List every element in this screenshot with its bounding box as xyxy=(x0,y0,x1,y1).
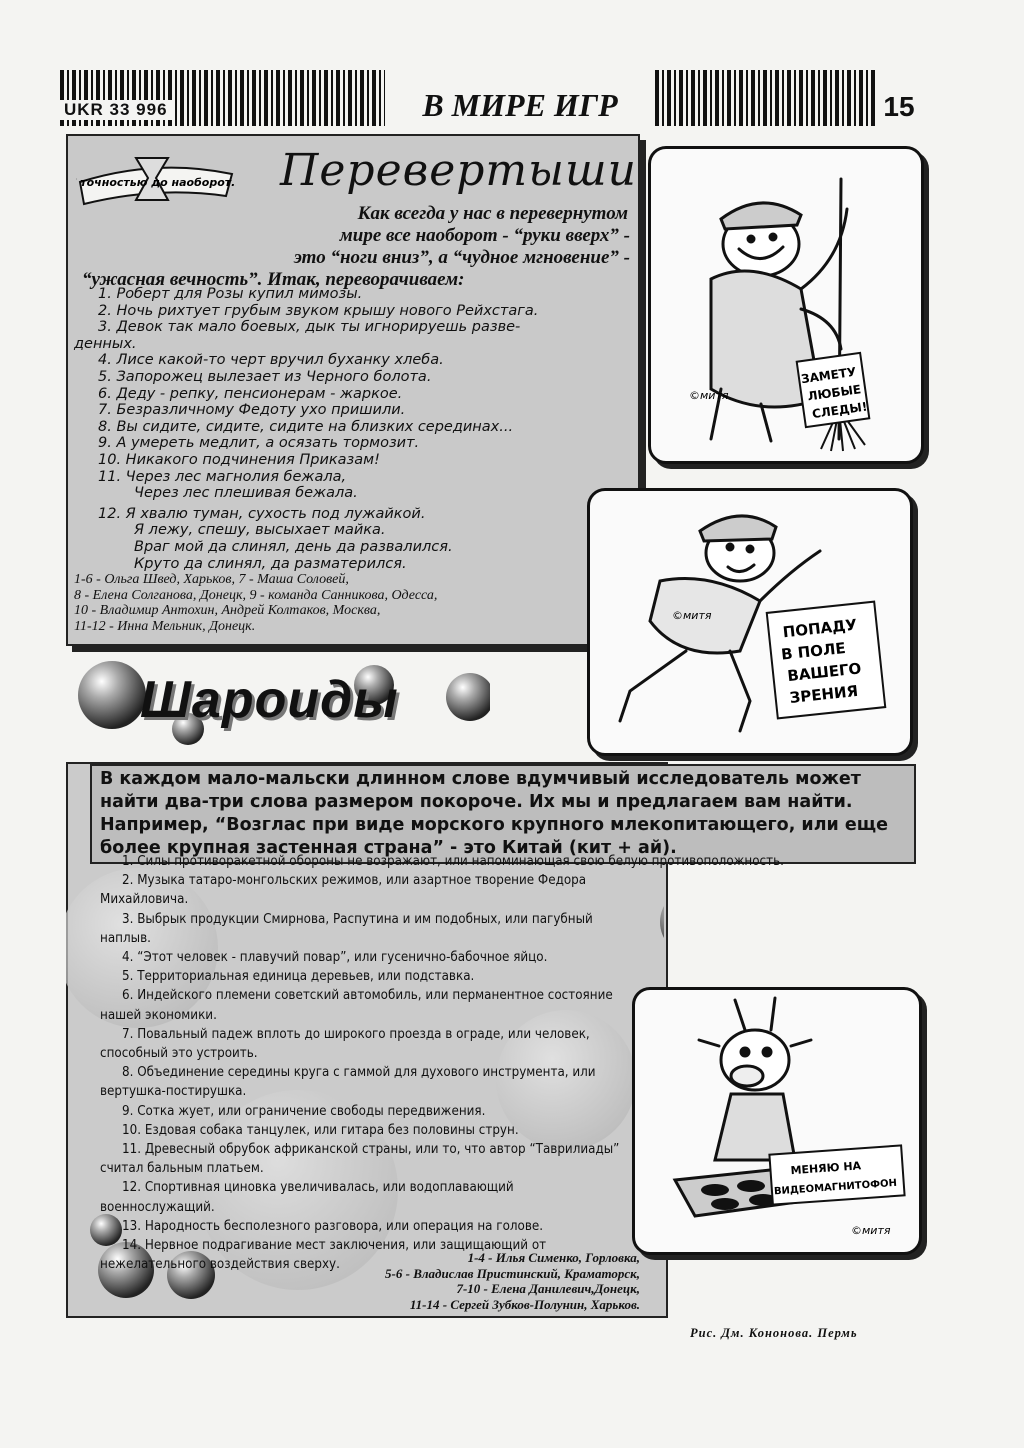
ball-icon xyxy=(354,665,394,705)
sweeper-illustration: ЗАМЕТУ ЛЮБЫЕ СЛЕДЫ! ©митя xyxy=(689,177,871,452)
svg-text:©митя: ©митя xyxy=(851,1224,891,1237)
ball-icon xyxy=(660,906,664,938)
sharoidy-credits: 1-4 - Илья Сименко, Горловка, 5-6 - Влад… xyxy=(385,1250,640,1312)
list-item: 6. Индейского племени советский автомоби… xyxy=(100,988,613,1023)
list-item: 8. Вы сидите, сидите, сидите на близких … xyxy=(98,418,514,435)
cartoon-walker: ПОПАДУ В ПОЛЕ ВАШЕГО ЗРЕНИЯ ©митя xyxy=(587,488,913,756)
ball-icon xyxy=(90,1214,122,1246)
page-header: UKR 33 996 В МИРЕ ИГР 15 xyxy=(60,70,922,126)
list-item: 13. Народность бесполезного разговора, и… xyxy=(122,1218,544,1234)
page-number: 15 xyxy=(876,88,922,126)
list-item: 10. Ездовая собака танцулек, или гитара … xyxy=(122,1122,519,1138)
list-item: 14. Нервное подрагивание мест заключения… xyxy=(100,1238,547,1273)
sharoidy-list: 1. Силы противоракетной обороны не возра… xyxy=(100,852,784,1274)
svg-text:С точностью до наоборот...: С точностью до наоборот... xyxy=(76,176,236,189)
sharoidy-intro: В каждом мало-мальски длинном слове вдум… xyxy=(90,764,916,864)
list-item: 1. Силы противоракетной обороны не возра… xyxy=(122,854,784,869)
svg-text:МЕНЯЮ НА: МЕНЯЮ НА xyxy=(790,1159,862,1177)
list-item: Враг мой да слинял, день да развалился. xyxy=(134,538,453,555)
perevertyshi-title: Перевертыши xyxy=(280,145,638,196)
issue-code: UKR 33 996 xyxy=(60,100,172,120)
perevertyshi-list: 1. Роберт для Розы купил мимозы. 2. Ночь… xyxy=(74,286,634,572)
illustration-caption: Рис. Дм. Кононова. Пермь xyxy=(690,1326,858,1340)
list-item: 9. А умереть медлит, а осязать тормозит. xyxy=(98,435,420,452)
ball-icon xyxy=(98,1242,154,1298)
barcode-strip-right xyxy=(655,70,876,126)
list-item: 1. Роберт для Розы купил мимозы. xyxy=(98,286,363,302)
perevertyshi-credits: 1-6 - Ольга Швед, Харьков, 7 - Маша Соло… xyxy=(74,572,438,634)
goat-illustration: МЕНЯЮ НА ВИДЕОМАГНИТОФОН ©митя xyxy=(672,996,906,1237)
list-item: 7. Повальный падеж вплоть до широкого пр… xyxy=(100,1026,590,1062)
list-item: Через лес плешивая бежала. xyxy=(134,485,358,502)
list-item: 5. Запорожец вылезает из Черного болота. xyxy=(98,368,432,385)
svg-text:©митя: ©митя xyxy=(689,389,729,402)
ball-icon xyxy=(167,1251,215,1299)
list-item: 6. Деду - репку, пенсионерам - жаркое. xyxy=(98,385,403,402)
hourglass-icon: С точностью до наоборот... xyxy=(68,157,244,206)
decorative-balls-bg xyxy=(66,868,664,1299)
list-item: 11. Древесный обрубок африканской страны… xyxy=(100,1142,620,1177)
cartoon-goat: МЕНЯЮ НА ВИДЕОМАГНИТОФОН ©митя xyxy=(632,987,922,1255)
list-item: 5. Территориальная единица деревьев, или… xyxy=(122,969,475,985)
list-item: 12. Я хвалю туман, сухость под лужайкой. xyxy=(98,505,426,522)
list-item: 7. Безразличному Федоту ухо пришили. xyxy=(98,402,406,419)
ball-icon xyxy=(446,673,490,721)
list-item: 12. Спортивная циновка увеличивалась, ил… xyxy=(100,1180,514,1215)
list-item: денных. xyxy=(74,335,137,352)
list-item: 2. Музыка татаро-монгольских режимов, ил… xyxy=(100,873,587,908)
hourglass-stamp: С точностью до наоборот... xyxy=(68,152,244,208)
list-item: Я лежу, спешу, высыхает майка. xyxy=(134,522,386,539)
decorative-balls-top xyxy=(78,661,490,745)
ball-icon xyxy=(172,713,204,745)
walker-illustration: ПОПАДУ В ПОЛЕ ВАШЕГО ЗРЕНИЯ ©митя xyxy=(618,514,887,733)
list-item: 4. “Этот человек - плавучий повар”, или … xyxy=(122,950,548,966)
list-item: Круто да слинял, да разматерился. xyxy=(134,555,407,572)
sharoidy-title: Шароиды xyxy=(140,671,399,729)
list-item: 11. Через лес магнолия бежала, xyxy=(98,468,347,485)
perevertyshi-intro: Как всегда у нас в перевернутом мире все… xyxy=(82,203,630,290)
ball-icon xyxy=(78,661,146,729)
list-item: 4. Лисе какой-то черт вручил буханку хле… xyxy=(98,352,444,369)
perevertyshi-panel xyxy=(66,134,640,646)
cartoon-sweeper: ЗАМЕТУ ЛЮБЫЕ СЛЕДЫ! ©митя xyxy=(648,146,924,464)
list-item: 3. Выбрык продукции Смирнова, Распутина … xyxy=(100,911,593,946)
svg-text:©митя: ©митя xyxy=(672,609,712,622)
list-item: 10. Никакого подчинения Приказам! xyxy=(98,451,380,468)
section-title: В МИРЕ ИГР xyxy=(385,84,655,126)
list-item: 9. Сотка жует, или ограничение свободы п… xyxy=(122,1103,486,1119)
list-item: 2. Ночь рихтует грубым звуком крышу ново… xyxy=(98,302,539,319)
list-item: 8. Объединение середины круга с гаммой д… xyxy=(100,1065,596,1100)
list-item: 3. Девок так мало боевых, дык ты игнорир… xyxy=(98,319,521,336)
